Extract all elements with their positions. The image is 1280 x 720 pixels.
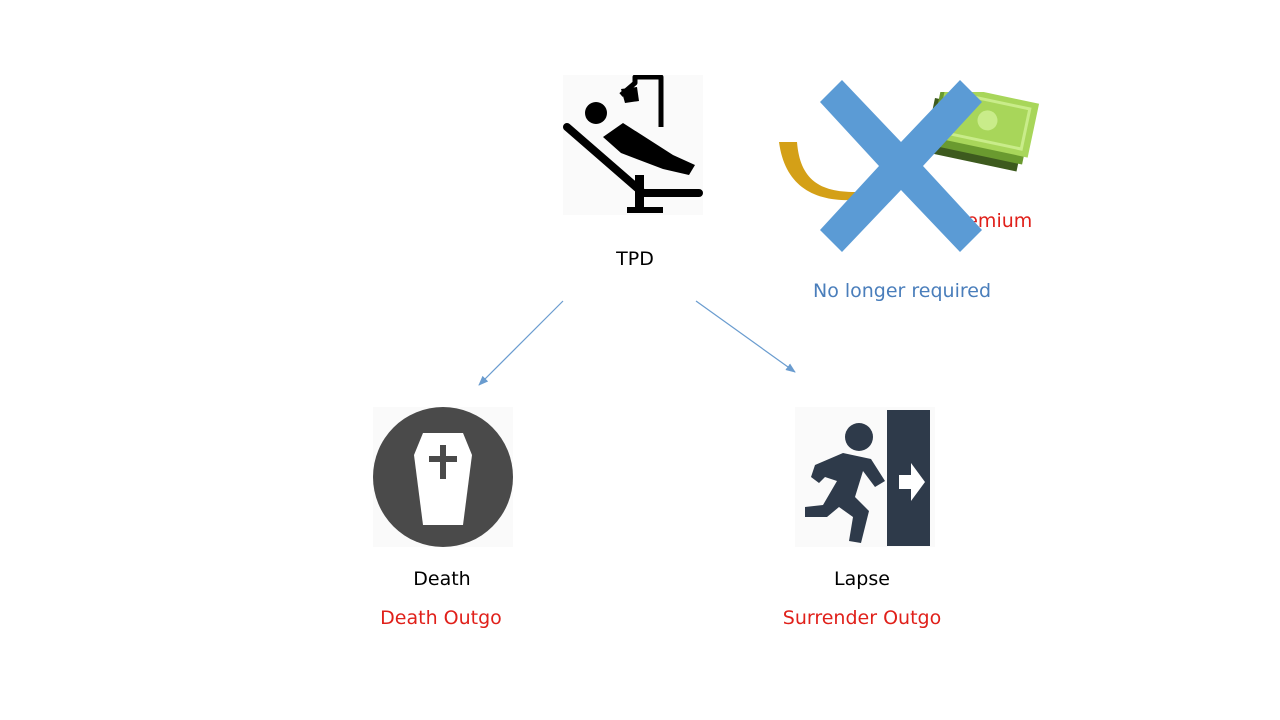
tpd-label: TPD: [616, 248, 654, 270]
death-outgo: Death Outgo: [380, 607, 502, 629]
premium-status: No longer required: [812, 280, 992, 302]
lapse-label: Lapse: [834, 568, 890, 590]
lapse-outgo: Surrender Outgo: [782, 607, 942, 629]
death-label: Death: [413, 568, 471, 590]
cross-icon: [820, 80, 982, 252]
reclining-chair-icon: [563, 74, 703, 215]
coffin-icon: [373, 407, 513, 547]
arrow-tpd-to-death: [478, 300, 564, 386]
exit-running-icon: [795, 407, 935, 547]
arrow-tpd-to-lapse: [695, 300, 796, 373]
money-hand-icon: [775, 84, 1050, 212]
